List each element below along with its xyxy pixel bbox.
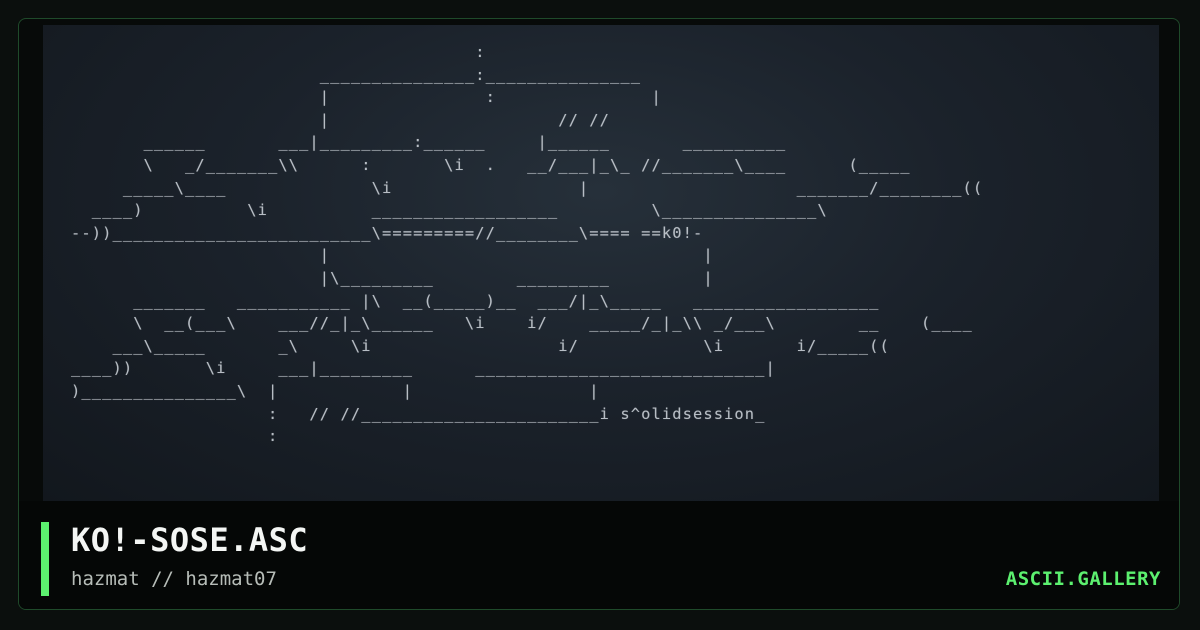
ascii-art: : _______________:_______________ | : | … (71, 43, 984, 446)
accent-bar (41, 522, 49, 596)
artwork-card[interactable]: : _______________:_______________ | : | … (18, 18, 1180, 610)
ascii-art-preview: : _______________:_______________ | : | … (43, 25, 1159, 501)
artwork-author: hazmat // hazmat07 (71, 568, 277, 590)
card-footer: KO!-SOSE.ASC hazmat // hazmat07 ASCII.GA… (19, 501, 1179, 609)
site-brand[interactable]: ASCII.GALLERY (1005, 568, 1161, 590)
artwork-title: KO!-SOSE.ASC (71, 521, 309, 559)
